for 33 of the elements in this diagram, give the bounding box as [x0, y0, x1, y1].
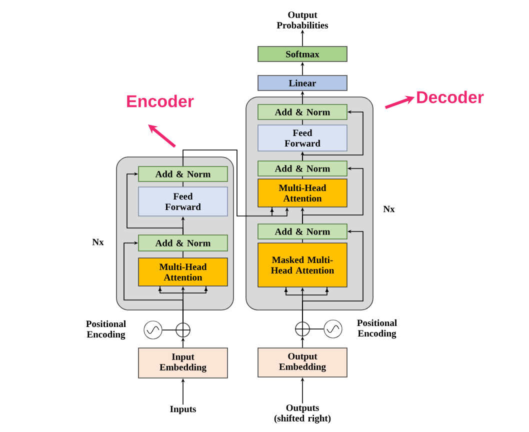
softmax-box: Softmax: [258, 46, 348, 62]
add-norm-box: Add & Norm: [258, 160, 348, 176]
side-label: Nx: [383, 206, 395, 212]
attention-box: Multi-Head Attention: [138, 258, 228, 286]
connector-line: [302, 239, 303, 243]
connector-line: [310, 328, 324, 330]
embedding-box: Output Embedding: [258, 348, 348, 378]
connector-line: [182, 182, 184, 187]
add-norm-box: Add & Norm: [138, 234, 228, 252]
side-label: Positional Encoding: [86, 320, 126, 340]
embedding-box: Input Embedding: [138, 348, 228, 378]
arrow: [124, 241, 184, 323]
side-label: Nx: [92, 238, 104, 246]
arrow: [126, 172, 184, 235]
side-label: Positional Encoding: [357, 319, 397, 339]
connector-line: [302, 176, 303, 179]
feed-forward-box: Feed Forward: [138, 186, 228, 216]
title-label: Decoder: [417, 90, 484, 104]
add-norm-box: Add & Norm: [258, 224, 348, 240]
sum-symbol: [294, 321, 310, 337]
connector-line: [182, 251, 184, 258]
add-norm-box: Add & Norm: [258, 104, 348, 120]
input-label: Inputs: [170, 406, 196, 414]
attention-box: Multi-Head Attention: [258, 178, 348, 208]
connector-line: [302, 120, 303, 125]
feed-forward-box: Feed Forward: [258, 124, 348, 152]
title-label: Encoder: [127, 94, 194, 108]
sum-symbol: [175, 322, 191, 338]
add-norm-box: Add & Norm: [138, 166, 228, 182]
output-label: Outputs (shifted right): [274, 404, 331, 424]
linear-box: Linear: [258, 75, 348, 91]
output-label: Output Probabilities: [276, 12, 328, 28]
masked-attention-box: Masked Multi-Head Attention: [258, 242, 348, 288]
